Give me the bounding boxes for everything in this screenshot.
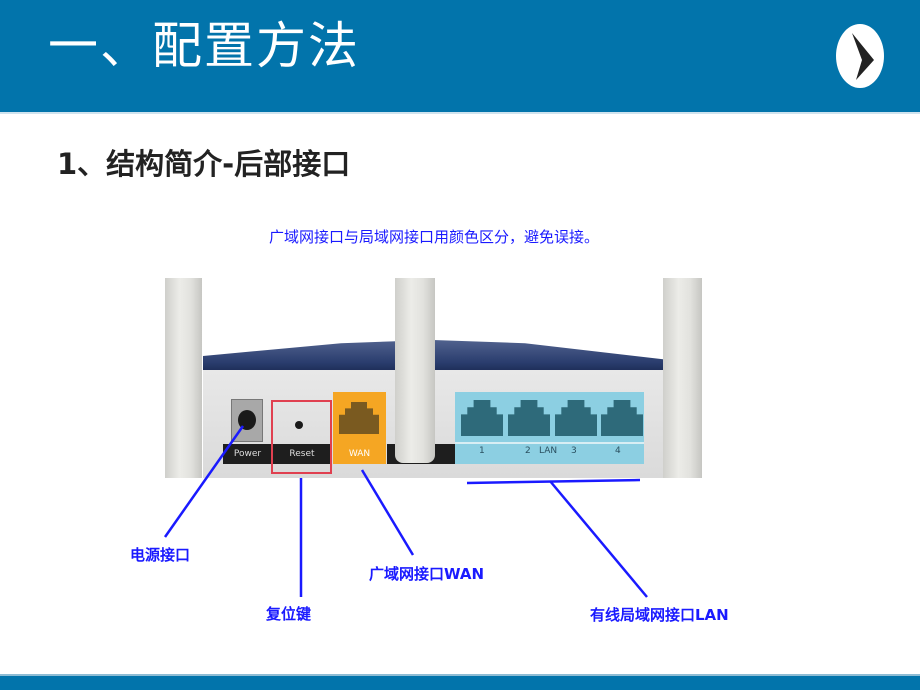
power-label: Power [223, 444, 272, 464]
section-title: 1、结构简介-后部接口 [57, 147, 351, 181]
lan-port-label-2: 2 [525, 446, 531, 456]
lan-port-label-4: 4 [615, 446, 621, 456]
antenna-right [663, 278, 702, 478]
wan-port [333, 392, 386, 444]
router-photo: 1 2 LAN 3 4 Power Reset WAN [165, 278, 702, 485]
lan-port-label-1: 1 [479, 446, 485, 456]
reset-hole [295, 421, 303, 429]
header-divider [0, 112, 920, 114]
slide-title: 一、配置方法 [48, 17, 360, 75]
arrow-logo-icon [836, 24, 884, 88]
antenna-left [165, 278, 202, 478]
lan-label: LAN [539, 446, 558, 456]
callout-lan: 有线局域网接口LAN [590, 606, 729, 624]
footer-divider [0, 674, 920, 676]
footer-bar [0, 676, 920, 690]
callout-reset: 复位键 [266, 605, 312, 623]
lan-panel: 1 2 LAN 3 4 [455, 392, 644, 464]
reset-label: Reset [273, 444, 331, 464]
callout-power: 电源接口 [130, 546, 191, 564]
wan-label: WAN [333, 444, 386, 464]
lan-port-label-3: 3 [571, 446, 577, 456]
header-bar [0, 0, 920, 112]
callout-wan: 广域网接口WAN [369, 565, 485, 583]
antenna-middle [395, 278, 435, 463]
reset-highlight-box [271, 400, 332, 474]
subtitle: 广域网接口与局域网接口用颜色区分，避免误接。 [268, 228, 599, 246]
